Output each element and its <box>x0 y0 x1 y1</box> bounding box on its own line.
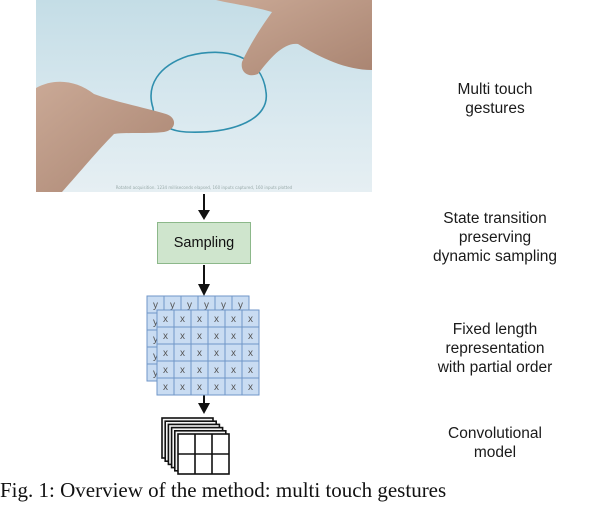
front-grid-cell-label: x <box>197 365 202 376</box>
front-grid-cell-label: x <box>180 348 185 359</box>
front-grid-cell-label: x <box>163 365 168 376</box>
front-grid-cell-label: x <box>197 382 202 393</box>
figure-caption: Fig. 1: Overview of the method: multi to… <box>0 478 447 502</box>
label-gestures-line-1: Multi touch <box>457 81 533 98</box>
front-grid-cell-label: x <box>214 382 219 393</box>
front-grid-cell-label: x <box>180 331 185 342</box>
label-sampling: State transition preserving dynamic samp… <box>400 209 590 266</box>
front-grid-cell-label: x <box>214 348 219 359</box>
back-grid-cell-label: y <box>153 368 158 379</box>
sampling-box-label: Sampling <box>173 235 235 251</box>
sampling-box: Sampling <box>157 222 251 264</box>
label-gestures-line-2: gestures <box>465 100 525 117</box>
label-representation-line-3: with partial order <box>437 359 553 376</box>
label-gestures: Multi touch gestures <box>410 80 580 118</box>
conv-model-stack <box>161 417 230 475</box>
back-grid-cell-label: y <box>170 300 175 311</box>
back-grid-cell-label: y <box>153 300 158 311</box>
front-grid-cell-label: x <box>163 382 168 393</box>
figure-caption-container: Fig. 1: Overview of the method: multi to… <box>0 478 596 506</box>
front-grid-cell-label: x <box>248 348 253 359</box>
front-grid-cell-label: x <box>163 348 168 359</box>
front-grid-cell-label: x <box>248 365 253 376</box>
left-hand <box>36 81 175 192</box>
label-model: Convolutional model <box>410 424 580 462</box>
photo-caption: Rotated acquisition. 1234 milliseconds e… <box>115 185 293 190</box>
label-sampling-line-2: preserving <box>458 229 532 246</box>
label-representation-line-1: Fixed length <box>452 321 538 338</box>
back-grid-cell-label: y <box>153 317 158 328</box>
front-grid-cell-label: x <box>231 331 236 342</box>
right-hand <box>216 0 372 76</box>
front-grid-cell-label: x <box>248 331 253 342</box>
back-grid-cell-label: y <box>221 300 226 311</box>
back-grid-cell-label: y <box>153 351 158 362</box>
front-grid-cell-label: x <box>231 365 236 376</box>
front-grid-cell-label: x <box>163 331 168 342</box>
front-grid-cell-label: x <box>248 382 253 393</box>
front-grid-cell-label: x <box>180 365 185 376</box>
front-grid-cell-label: x <box>231 314 236 325</box>
back-grid-cell-label: y <box>153 334 158 345</box>
front-grid-cell-label: x <box>197 331 202 342</box>
label-representation: Fixed length representation with partial… <box>400 320 590 377</box>
gesture-photo: Rotated acquisition. 1234 milliseconds e… <box>36 0 372 192</box>
front-grid-cell-label: x <box>248 314 253 325</box>
front-grid-cell-label: x <box>197 314 202 325</box>
front-grid-cell-label: x <box>231 382 236 393</box>
label-model-line-1: Convolutional <box>448 425 542 442</box>
representation-grids: yyyyyyyyyyyyyyyyyyyyyyyyyyyyyyxxxxxxxxxx… <box>146 295 260 396</box>
label-sampling-line-3: dynamic sampling <box>432 248 558 265</box>
front-grid-cell-label: x <box>180 382 185 393</box>
label-model-line-2: model <box>473 444 517 461</box>
front-grid-cell-label: x <box>163 314 168 325</box>
front-grid-cell-label: x <box>214 331 219 342</box>
front-grid-cell <box>241 377 260 396</box>
gesture-photo-illustration <box>36 0 372 192</box>
front-grid-cell-label: x <box>214 314 219 325</box>
back-grid-cell-label: y <box>204 300 209 311</box>
front-grid-cell-label: x <box>231 348 236 359</box>
front-grid-cell-label: x <box>180 314 185 325</box>
label-representation-line-2: representation <box>445 340 545 357</box>
front-grid-cell-label: x <box>214 365 219 376</box>
back-grid-cell-label: y <box>238 300 243 311</box>
arrow-head-3 <box>198 403 210 414</box>
arrow-head-1 <box>198 210 210 220</box>
back-grid-cell-label: y <box>187 300 192 311</box>
label-sampling-line-1: State transition <box>443 210 547 227</box>
front-grid-cell-label: x <box>197 348 202 359</box>
arrow-head-2 <box>198 284 210 296</box>
gesture-stroke <box>150 51 267 133</box>
